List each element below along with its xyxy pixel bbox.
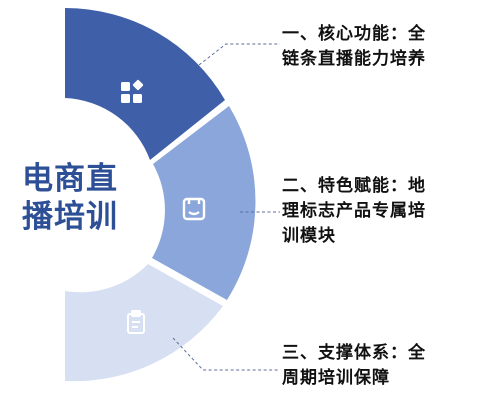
badge-icon <box>182 197 206 221</box>
center-title-line-1: 电商直 <box>22 161 118 197</box>
label-special-empowerment: 二、特色赋能：地 理标志产品专属培 训模块 <box>282 174 472 249</box>
label-line: 三、支撑体系：全 <box>282 343 426 363</box>
label-line: 链条直播能力培养 <box>282 49 426 69</box>
label-line: 训模块 <box>282 226 336 246</box>
label-core-function: 一、核心功能：全 链条直播能力培养 <box>282 22 472 72</box>
clipboard-icon <box>127 310 145 334</box>
center-title-line-2: 播培训 <box>22 199 118 235</box>
connector-1 <box>198 43 280 66</box>
connector-3 <box>172 337 280 371</box>
label-line: 二、特色赋能：地 <box>282 176 426 196</box>
connectors <box>172 43 280 371</box>
grid-shapes-icon <box>121 79 144 103</box>
segment-core-function <box>65 7 225 161</box>
label-line: 周期培训保障 <box>282 368 390 388</box>
label-line: 理标志产品专属培 <box>282 201 426 221</box>
label-line: 一、核心功能：全 <box>282 24 426 44</box>
center-title: 电商直 播培训 <box>22 160 142 236</box>
label-support-system: 三、支撑体系：全 周期培训保障 <box>282 341 472 391</box>
